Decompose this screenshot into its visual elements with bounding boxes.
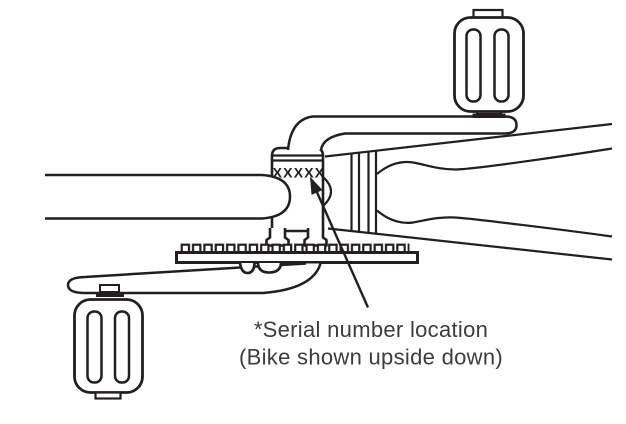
left-pedal-slot (86, 310, 103, 384)
axle-bump-small (238, 262, 256, 275)
serial-number-placeholder: XXXXX (273, 165, 326, 181)
stay-bridge (350, 151, 378, 233)
right-pedal-spindle-band (472, 113, 506, 118)
upper-crank-arm-outline (286, 115, 518, 151)
lower-crank-arm (66, 262, 322, 295)
chainring-teeth (180, 243, 410, 254)
chainring (175, 243, 419, 264)
lower-stay-inner-edge (376, 209, 613, 238)
left-pedal-slot (113, 310, 131, 384)
pointer-arrow (310, 176, 370, 308)
right-pedal-body (453, 16, 525, 113)
bb-axle-bulge (322, 176, 333, 207)
axle-bump-large (256, 262, 283, 274)
arrow-head (310, 176, 323, 195)
left-pedal-spindle-band (96, 292, 124, 297)
upper-crank-arm (286, 115, 518, 151)
caption-line-2: (Bike shown upside down) (239, 345, 503, 370)
chainring-bar (175, 251, 419, 264)
shell-left-leg (265, 228, 290, 247)
crank-axle-bumps (238, 262, 283, 275)
lower-crank-arm-outline (66, 262, 322, 295)
frame-tube-outline (45, 173, 292, 220)
caption: *Serial number location (Bike shown upsi… (239, 317, 503, 370)
rear-stays (322, 122, 613, 261)
right-pedal-slot (493, 28, 510, 103)
lower-stay-outer-edge (327, 227, 613, 261)
upper-stay-outer-edge (324, 122, 613, 158)
left-pedal-body (73, 298, 144, 394)
left-pedal-spindle (99, 284, 120, 293)
frame-tube (45, 173, 292, 220)
arrow-shaft (314, 189, 370, 308)
caption-line-1: *Serial number location (254, 317, 488, 342)
left-pedal-end-cap (94, 391, 122, 400)
shell-right-leg (303, 228, 328, 247)
right-pedal-slot (465, 28, 482, 103)
left-pedal (73, 284, 144, 400)
upper-stay-inner-edge (376, 147, 613, 175)
right-pedal (453, 8, 525, 118)
